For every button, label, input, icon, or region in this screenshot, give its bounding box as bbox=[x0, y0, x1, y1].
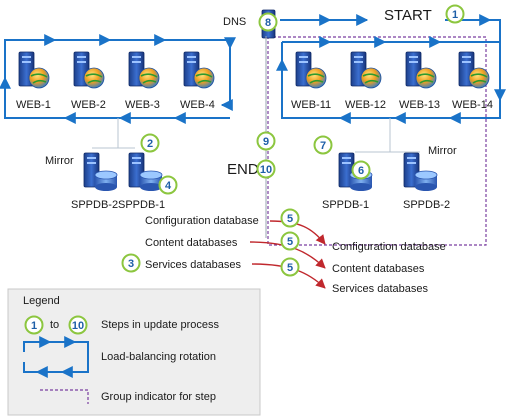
database-server-icon bbox=[403, 152, 438, 192]
svg-text:4: 4 bbox=[165, 180, 172, 192]
step-badge-2: 2 bbox=[140, 133, 160, 153]
svg-text:9: 9 bbox=[263, 136, 269, 148]
legend-box bbox=[7, 288, 261, 416]
legend-group-text: Group indicator for step bbox=[101, 391, 216, 403]
target-db-services: Services databases bbox=[332, 283, 428, 295]
svg-text:5: 5 bbox=[287, 262, 293, 274]
server-icon bbox=[295, 51, 327, 89]
svg-text:7: 7 bbox=[320, 140, 326, 152]
legend-step-badge-end: 10 bbox=[68, 315, 88, 335]
server-icon bbox=[18, 51, 50, 89]
legend-steps-text: Steps in update process bbox=[101, 319, 220, 331]
svg-text:5: 5 bbox=[287, 236, 293, 248]
svg-text:10: 10 bbox=[260, 164, 272, 176]
legend-step-badge-start: 1 bbox=[24, 315, 44, 335]
step-badge-5: 5 bbox=[280, 231, 300, 251]
database-server-icon bbox=[83, 152, 118, 192]
step-badge-5: 5 bbox=[280, 257, 300, 277]
start-label: START bbox=[384, 7, 432, 24]
step-badge-1: 1 bbox=[445, 4, 465, 24]
svg-text:1: 1 bbox=[31, 320, 37, 332]
server-label-web-3: WEB-3 bbox=[125, 99, 160, 111]
target-db-configuration: Configuration database bbox=[332, 241, 446, 253]
migrate-arrow-configuration bbox=[269, 220, 326, 245]
server-icon bbox=[458, 51, 490, 89]
svg-text:2: 2 bbox=[147, 138, 153, 150]
left-rotation-right bbox=[220, 48, 233, 111]
server-label-web-4: WEB-4 bbox=[180, 99, 215, 111]
legend: Legend 1 to 10 Steps in update process L… bbox=[7, 288, 261, 416]
db-label-sppdb-1-left: SPPDB-1 bbox=[118, 199, 165, 211]
source-db-services: Services databases bbox=[145, 259, 241, 271]
server-icon bbox=[350, 51, 382, 89]
server-label-web-12: WEB-12 bbox=[345, 99, 386, 111]
step-badge-3: 3 bbox=[121, 253, 141, 273]
svg-text:3: 3 bbox=[128, 258, 134, 270]
legend-rotation-text: Load-balancing rotation bbox=[101, 351, 216, 363]
migrate-arrow-content bbox=[249, 241, 326, 269]
step-badge-8: 8 bbox=[258, 12, 278, 32]
database-server-icon bbox=[128, 152, 163, 192]
right-farm: WEB-11 WEB-12 WEB-13 WEB-14 Mirror SPPDB… bbox=[267, 36, 506, 246]
source-db-configuration: Configuration database bbox=[145, 215, 259, 227]
database-migration: Configuration database Content databases… bbox=[121, 208, 446, 295]
step-badge-5: 5 bbox=[280, 208, 300, 228]
svg-text:1: 1 bbox=[452, 9, 458, 21]
server-label-web-1: WEB-1 bbox=[16, 99, 51, 111]
server-label-web-13: WEB-13 bbox=[399, 99, 440, 111]
target-db-content: Content databases bbox=[332, 263, 425, 275]
step-badge-9: 9 bbox=[256, 131, 276, 151]
db-label-sppdb-2-left: SPPDB-2 bbox=[71, 199, 118, 211]
server-label-web-14: WEB-14 bbox=[452, 99, 493, 111]
left-farm: WEB-1 WEB-2 WEB-3 WEB-4 Mirror SPPDB-2 S… bbox=[0, 34, 236, 211]
legend-group-swatch bbox=[40, 389, 89, 404]
step-badge-10: 10 bbox=[256, 159, 276, 179]
db-label-sppdb-2-right: SPPDB-2 bbox=[403, 199, 450, 211]
legend-title: Legend bbox=[23, 295, 60, 307]
legend-rotation-swatch bbox=[23, 341, 89, 373]
legend-to-word: to bbox=[50, 319, 59, 331]
svg-text:5: 5 bbox=[287, 213, 293, 225]
server-icon bbox=[183, 51, 215, 89]
end-label: END bbox=[227, 161, 259, 178]
server-label-web-2: WEB-2 bbox=[71, 99, 106, 111]
step-badge-6: 6 bbox=[351, 160, 371, 180]
step-badge-4: 4 bbox=[158, 175, 178, 195]
source-db-content: Content databases bbox=[145, 237, 238, 249]
svg-text:6: 6 bbox=[358, 165, 364, 177]
server-icon bbox=[128, 51, 160, 89]
server-icon bbox=[73, 51, 105, 89]
svg-text:8: 8 bbox=[265, 17, 271, 29]
step-badge-7: 7 bbox=[313, 135, 333, 155]
dns-flow: DNS 8 START 1 9 END 10 bbox=[223, 4, 501, 238]
db-label-sppdb-1-right: SPPDB-1 bbox=[322, 199, 369, 211]
mirror-label-left: Mirror bbox=[45, 155, 74, 167]
server-label-web-11: WEB-11 bbox=[291, 99, 331, 111]
server-icon bbox=[405, 51, 437, 89]
dns-label: DNS bbox=[223, 16, 246, 28]
svg-text:10: 10 bbox=[72, 320, 84, 332]
mirror-label-right: Mirror bbox=[428, 145, 457, 157]
